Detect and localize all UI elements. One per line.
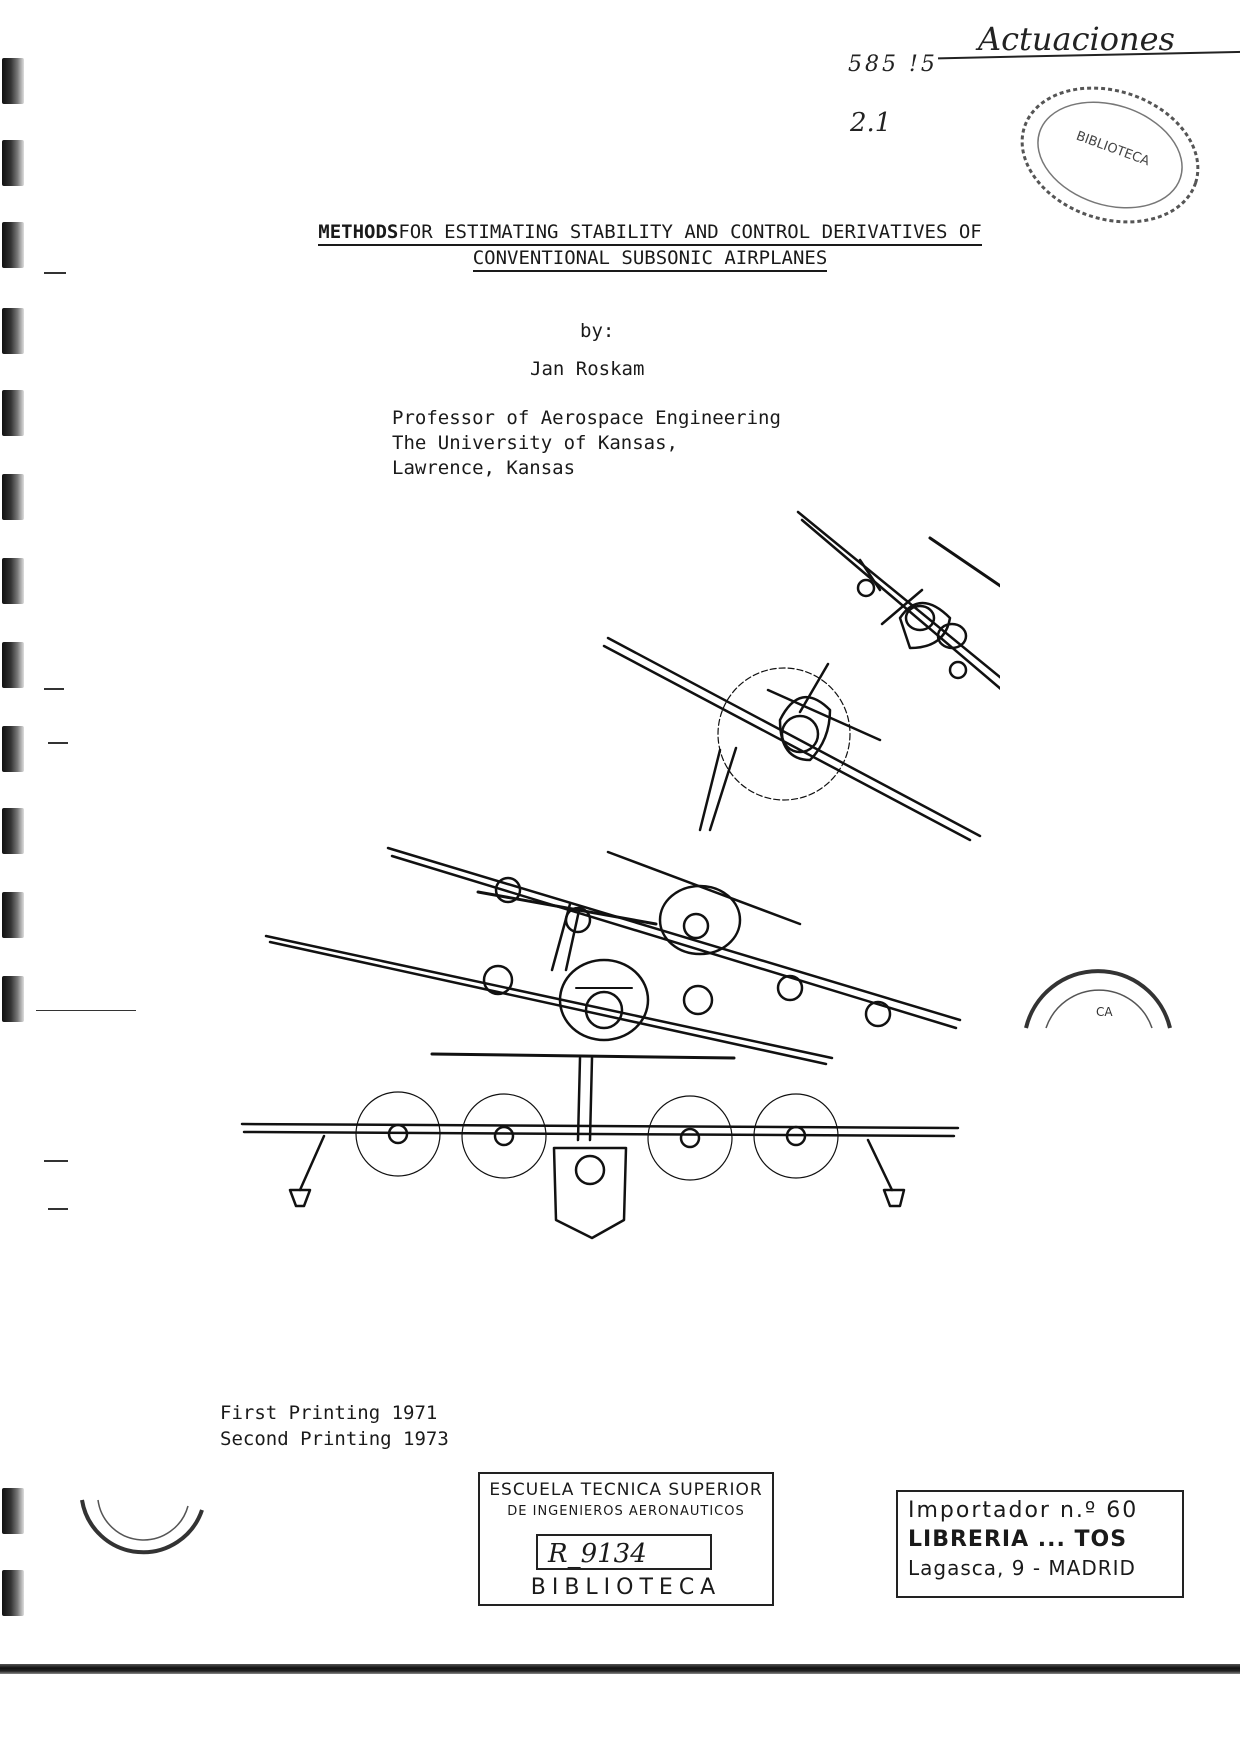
- stamp-line: Importador n.º 60: [908, 1498, 1139, 1523]
- stamp-line: BIBLIOTECA: [530, 1575, 722, 1600]
- airplane-illustration: [240, 510, 1000, 1240]
- title-line-2: CONVENTIONAL SUBSONIC AIRPLANES: [472, 246, 828, 272]
- stamp-line: LIBRERIA ... TOS: [908, 1527, 1128, 1552]
- printing-line: First Printing 1971: [220, 1402, 438, 1424]
- stray-mark: [36, 1010, 136, 1011]
- library-seal-bottom: [80, 1499, 204, 1555]
- byline: by:: [580, 320, 615, 342]
- printing-history: First Printing 1971 Second Printing 1973: [220, 1400, 449, 1452]
- svg-text:BIBLIOTECA: BIBLIOTECA: [1074, 129, 1152, 170]
- prop-single-drawing: [602, 636, 982, 842]
- author-affiliation: Professor of Aerospace Engineering The U…: [392, 406, 781, 481]
- handwritten-label: Actuaciones: [978, 20, 1175, 58]
- stray-mark: [48, 1208, 68, 1210]
- document-title: METHODS FOR ESTIMATING STABILITY AND CON…: [220, 220, 1080, 272]
- trijet-drawing: [264, 890, 834, 1066]
- library-seal-mid: CA: [1024, 969, 1172, 1029]
- library-seal-top: BIBLIOTECA: [1020, 86, 1200, 224]
- affiliation-line: The University of Kansas,: [392, 432, 678, 454]
- author-name: Jan Roskam: [530, 358, 645, 380]
- stamp-line: Lagasca, 9 - MADRID: [908, 1556, 1136, 1580]
- importer-stamp: Importador n.º 60 LIBRERIA ... TOS Lagas…: [896, 1490, 1184, 1598]
- stamp-line: ESCUELA TECNICA SUPERIOR: [489, 1480, 763, 1500]
- library-register-stamp: ESCUELA TECNICA SUPERIOR DE INGENIEROS A…: [478, 1472, 774, 1606]
- stray-mark: [44, 688, 64, 690]
- title-bold-word: METHODS: [318, 221, 399, 243]
- printing-line: Second Printing 1973: [220, 1428, 449, 1450]
- jet-small-drawing: [796, 510, 1000, 690]
- stray-mark: [44, 272, 66, 274]
- handwritten-catalog-number: 585 !5: [848, 52, 938, 77]
- binding-holes: [0, 0, 40, 1755]
- title-line-1: FOR ESTIMATING STABILITY AND CONTROL DER…: [398, 221, 982, 243]
- stray-mark: [48, 742, 68, 744]
- affiliation-line: Professor of Aerospace Engineering: [392, 407, 781, 429]
- page-bottom-edge: [0, 1664, 1240, 1674]
- handwritten-sub: 2.1: [850, 108, 892, 138]
- jetliner-quad-drawing: [386, 746, 962, 1030]
- affiliation-line: Lawrence, Kansas: [392, 457, 576, 479]
- svg-text:CA: CA: [1096, 1005, 1113, 1019]
- register-number: R_9134: [536, 1534, 712, 1570]
- seaplane-drawing: [240, 1052, 960, 1240]
- stray-mark: [44, 1160, 68, 1162]
- stamp-line: DE INGENIEROS AERONAUTICOS: [507, 1504, 745, 1519]
